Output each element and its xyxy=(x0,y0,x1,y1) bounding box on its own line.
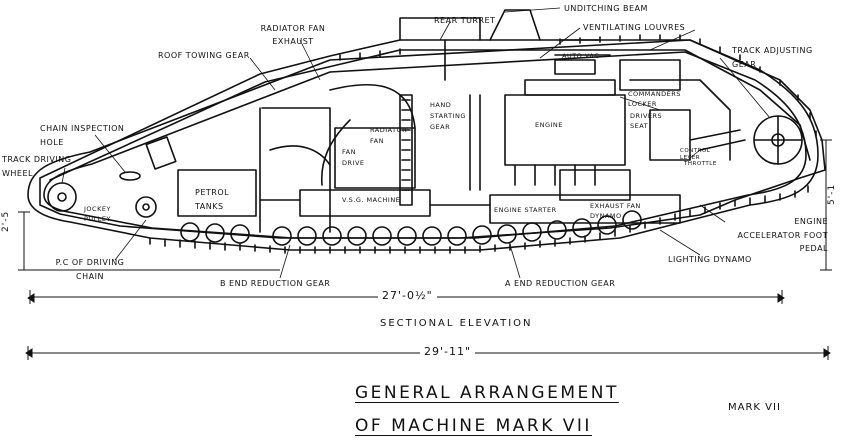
label-control-lever: CONTROL LEVER xyxy=(680,148,711,162)
label-exhaust-fan-dynamo: EXHAUST FAN DYNAMO xyxy=(590,202,641,220)
label-pc-of-driving-chain: P.C OF DRIVING CHAIN xyxy=(55,258,125,281)
label-auto-vac: AUTO VAC xyxy=(562,52,600,60)
rear-turret xyxy=(399,17,481,41)
dimension-outer-length: 29'-11" xyxy=(420,346,476,357)
title-line-2: OF MACHINE MARK VII xyxy=(355,416,592,436)
title-line-1: GENERAL ARRANGEMENT xyxy=(355,383,619,403)
label-engine-starter: ENGINE STARTER xyxy=(494,206,557,214)
label-radiator-fan-exhaust: RADIATOR FAN EXHAUST xyxy=(260,24,326,46)
label-vsg-machine: V.S.G. MACHINE xyxy=(342,196,401,204)
label-track-adjusting-gear: TRACK ADJUSTING GEAR xyxy=(732,46,813,70)
label-drivers-seat: DRIVERS SEAT xyxy=(630,112,663,130)
label-jockey-pulley: JOCKEY PULLEY xyxy=(84,205,111,223)
petrol-tanks xyxy=(177,169,257,217)
label-sectional-elevation: SECTIONAL ELEVATION xyxy=(380,318,533,329)
label-hand-starting-gear: HAND STARTING GEAR xyxy=(430,101,466,132)
label-fan-drive: FAN DRIVE xyxy=(342,148,365,168)
label-roof-towing-gear: ROOF TOWING GEAR xyxy=(158,51,250,60)
dimension-inner-length: 27'-0½" xyxy=(378,290,437,301)
label-radiator-fan: RADIATOR FAN xyxy=(370,126,408,146)
jockey-pulley xyxy=(135,196,157,218)
label-ventilating-louvres: VENTILATING LOUVRES xyxy=(583,23,686,32)
label-rear-turret: REAR TURRET xyxy=(434,16,496,25)
engine-block xyxy=(504,94,626,166)
track-belt xyxy=(27,39,819,251)
mark-label: MARK VII xyxy=(728,402,781,413)
label-engine: ENGINE xyxy=(535,121,563,129)
dimension-height-front: 5'-1 xyxy=(827,183,837,205)
label-lighting-dynamo: LIGHTING DYNAMO xyxy=(668,255,752,264)
hull-outline xyxy=(39,39,826,239)
dimension-height-rear: 2'-5 xyxy=(1,210,11,232)
vsg-machine xyxy=(299,189,431,217)
label-commanders-locker: COMMANDERS LOCKER xyxy=(628,90,681,108)
track-driving-wheel xyxy=(47,182,77,212)
label-a-end-reduction-gear: A END REDUCTION GEAR xyxy=(505,279,616,288)
label-b-end-reduction-gear: B END REDUCTION GEAR xyxy=(220,279,331,288)
label-petrol-tanks: PETROL TANKS xyxy=(195,188,230,211)
label-unditching-beam: UNDITCHING BEAM xyxy=(564,4,648,13)
label-chain-inspection-hole: CHAIN INSPECTION HOLE xyxy=(40,124,125,148)
label-throttle: THROTTLE xyxy=(684,161,717,167)
label-engine-accelerator-foot-pedal: ENGINE ACCELERATOR FOOT PEDAL xyxy=(737,217,828,254)
label-track-driving-wheel: TRACK DRIVING WHEEL xyxy=(2,155,72,179)
